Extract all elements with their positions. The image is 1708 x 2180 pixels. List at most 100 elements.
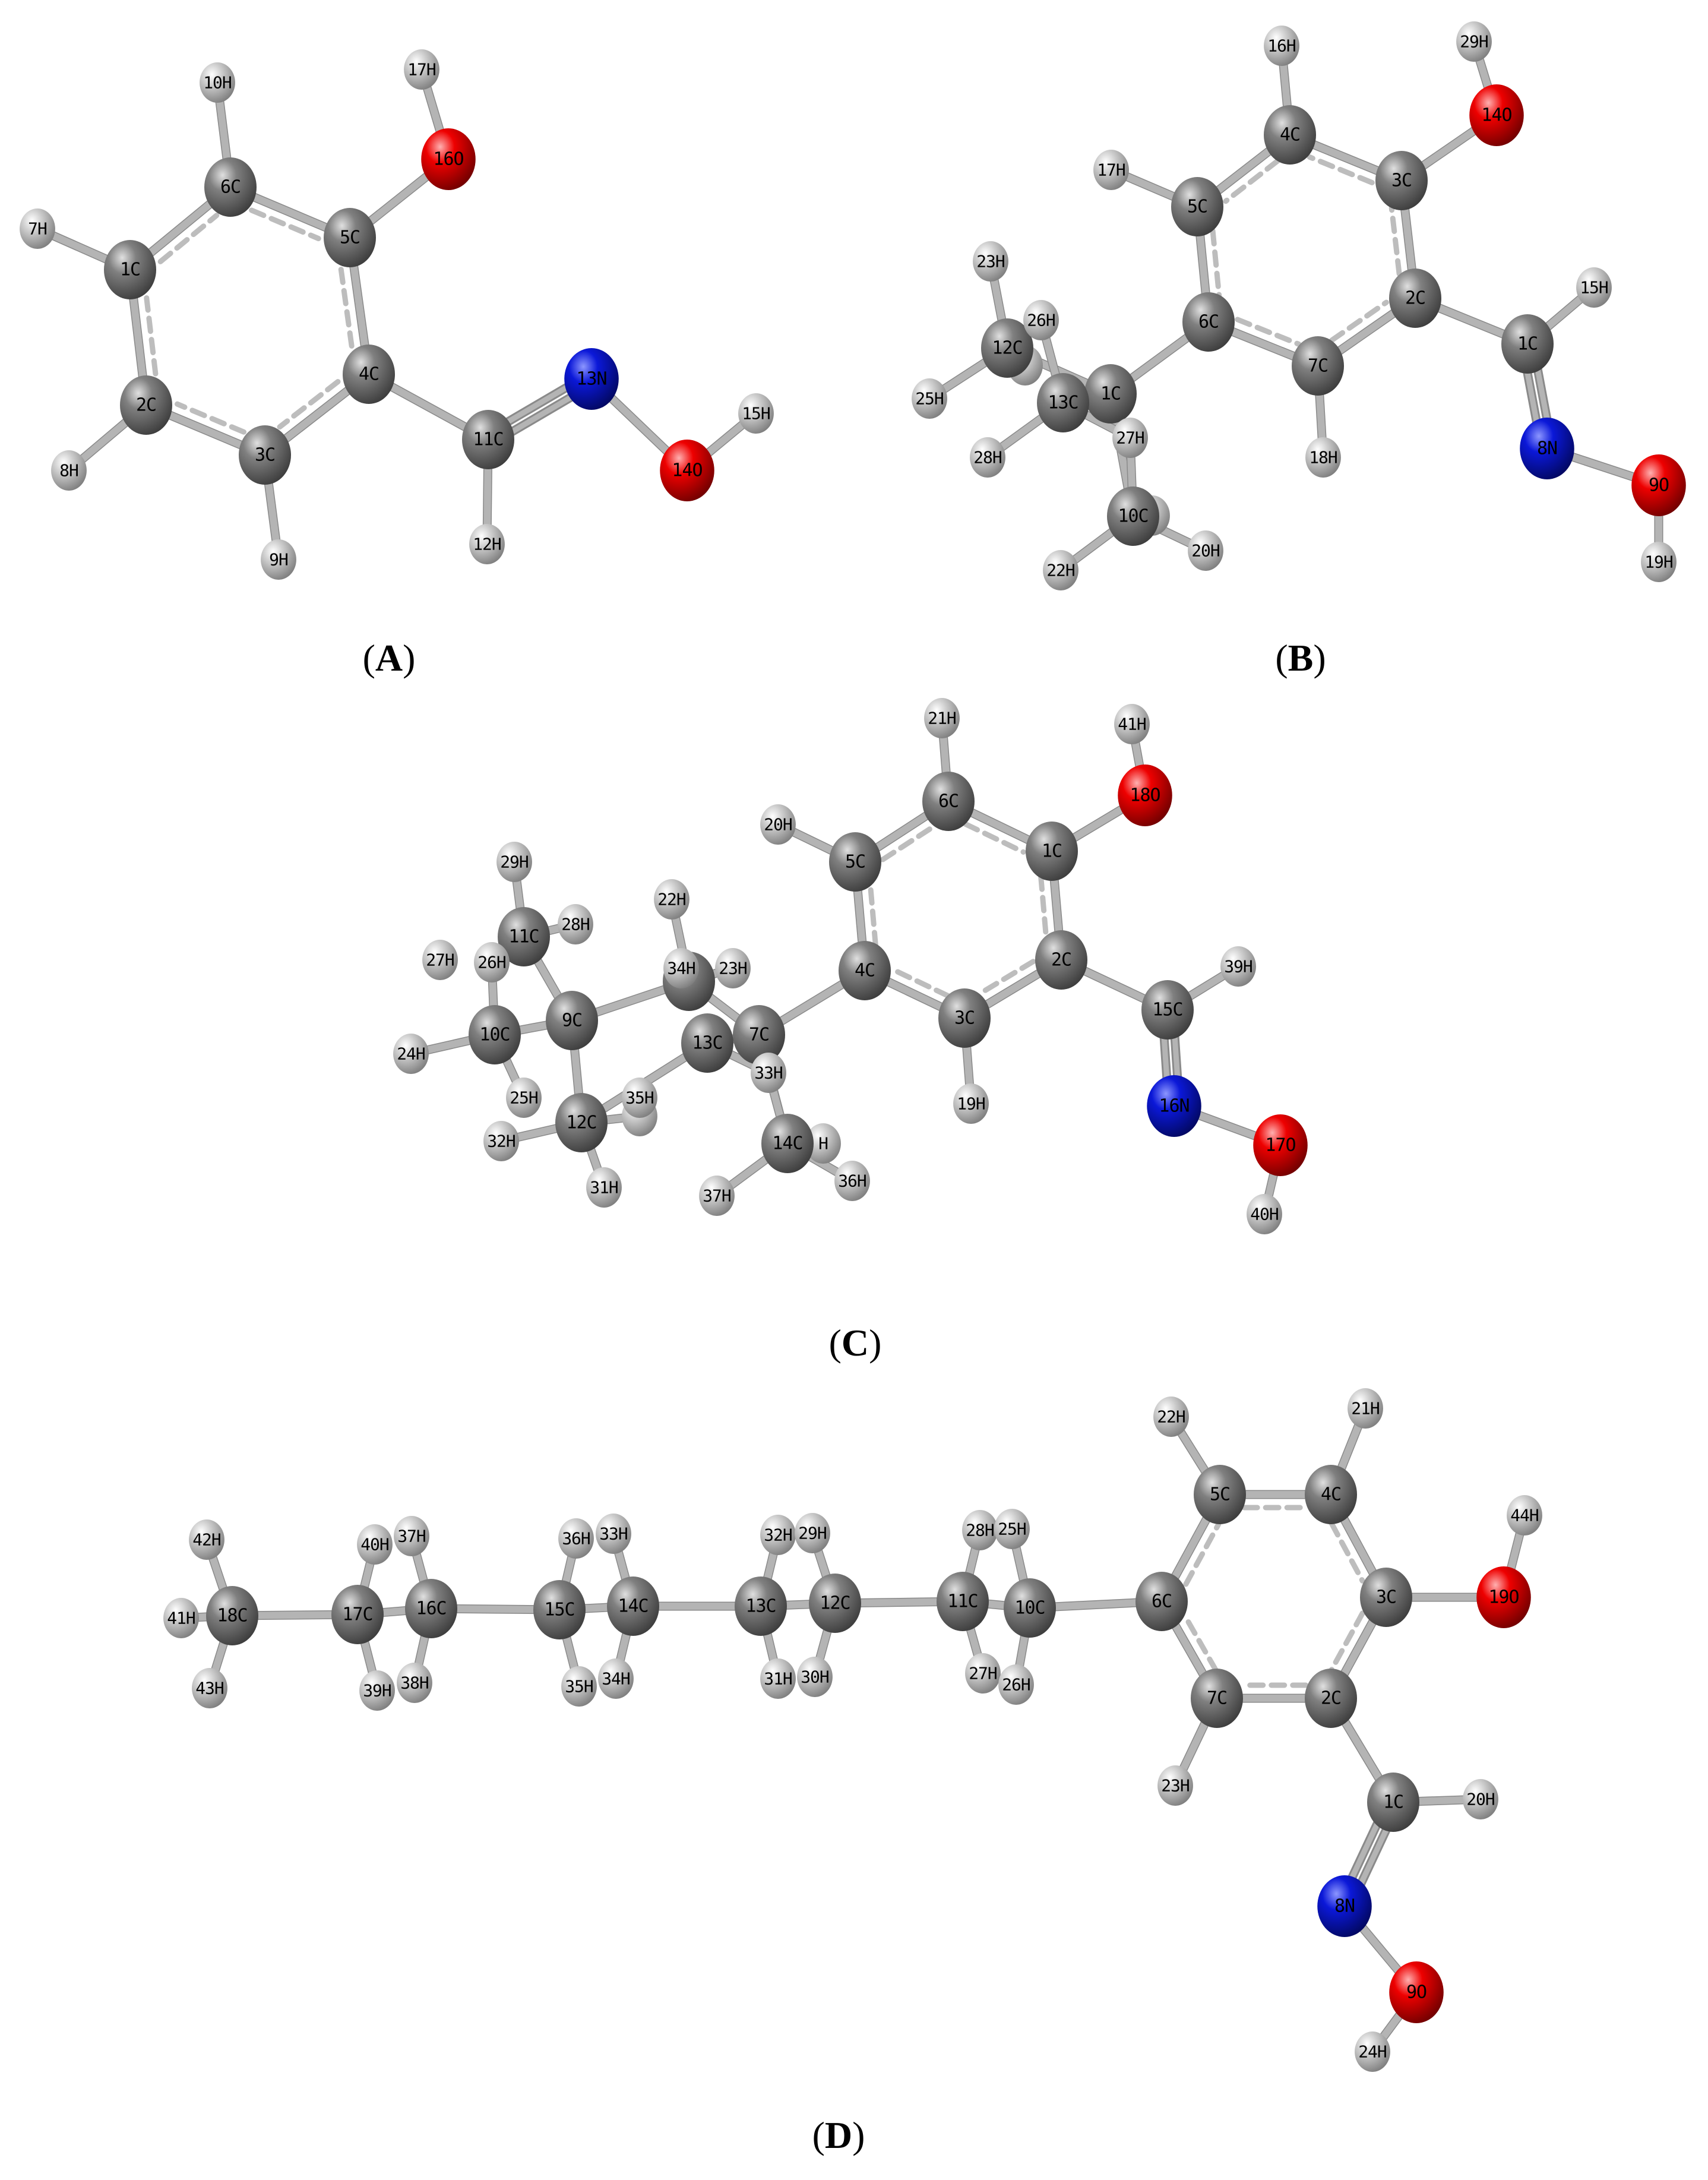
atom-sphere xyxy=(51,450,87,491)
panel-label-c: (C) xyxy=(829,1322,882,1364)
atom-29H: 29H xyxy=(1456,21,1492,62)
atom-1C: 1C xyxy=(1026,822,1078,881)
atom-label: 3C xyxy=(255,445,275,466)
bonds xyxy=(33,65,761,564)
aromatic-partial-bond xyxy=(175,401,247,435)
atom-sphere xyxy=(660,440,714,501)
atom-3C: 3C xyxy=(1375,151,1428,210)
atom-16H: 16H xyxy=(1264,26,1299,66)
atom-sphere xyxy=(1389,268,1441,328)
atom-sphere xyxy=(561,1666,597,1707)
atom-label: 8N xyxy=(1334,1896,1355,1917)
atom-label: 2C xyxy=(1321,1688,1341,1709)
atom-11C: 1C xyxy=(1084,364,1137,424)
atom-40H: 40H xyxy=(357,1524,393,1565)
atom-5C: 5C xyxy=(324,208,376,267)
atom-32H: 32H xyxy=(760,1515,796,1555)
atom-sphere xyxy=(533,1580,586,1639)
atom-label: 16O xyxy=(433,149,463,170)
atom-label: 13C xyxy=(692,1033,722,1054)
atom-13C: 13C xyxy=(735,1576,787,1636)
atom-sphere xyxy=(239,425,291,485)
aromatic-partial-bond xyxy=(338,267,355,349)
atom-sphere xyxy=(1112,418,1148,458)
atom-10C: 10C xyxy=(469,1005,521,1064)
atom-label: 2C xyxy=(1405,288,1425,309)
atom-sphere xyxy=(498,907,550,966)
atom-label: 4C xyxy=(1280,125,1300,146)
atom-sphere xyxy=(760,1658,796,1699)
atom-label: 11C xyxy=(473,429,503,450)
atom-26H: 26H xyxy=(474,942,510,982)
atom-label: 33H xyxy=(599,1524,628,1544)
aromatic-partial-bond xyxy=(249,207,321,242)
atom-43H: 43H xyxy=(192,1668,227,1708)
atom-label: H xyxy=(818,1134,828,1154)
aromatic-partial-bond xyxy=(1329,1520,1365,1584)
atom-label: 43H xyxy=(195,1679,224,1698)
atom-label: 12C xyxy=(566,1113,596,1133)
atom-label: 13C xyxy=(1048,393,1078,413)
atom-sphere xyxy=(598,1658,634,1699)
atom-label: 3C xyxy=(954,1008,975,1029)
atom-14O: 14O xyxy=(1469,84,1524,146)
atom-sphere xyxy=(343,345,395,404)
atom-label: 22H xyxy=(657,890,686,909)
atom-label: 12C xyxy=(992,338,1022,359)
aromatic-partial-bond xyxy=(1235,317,1302,347)
atom-sphere xyxy=(1194,1465,1246,1524)
atom-sphere xyxy=(1084,364,1137,424)
atom-sphere xyxy=(104,240,156,299)
atom-17H: 17H xyxy=(404,49,439,90)
atom-sphere xyxy=(965,1653,1001,1694)
atom-label: 4C xyxy=(359,364,379,385)
atom-sphere xyxy=(394,1516,429,1556)
atom-label: 10C xyxy=(479,1025,510,1045)
atom-34H: 34H xyxy=(598,1658,634,1699)
atom-sphere xyxy=(760,804,796,845)
atom-label: 16N xyxy=(1159,1096,1189,1117)
atom-label: 14O xyxy=(672,460,702,481)
atom-26H: 26H xyxy=(998,1664,1034,1705)
atom-25H: 25H xyxy=(994,1509,1030,1549)
aromatic-partial-bond xyxy=(880,823,938,862)
atom-sphere xyxy=(922,772,975,831)
atom-6C: 6C xyxy=(1135,1572,1188,1631)
atom-label: 1C xyxy=(1383,1792,1403,1813)
atom-sphere xyxy=(1153,1397,1189,1437)
atom-6C: 6C xyxy=(1182,292,1235,352)
atom-3C: 3C xyxy=(1360,1568,1412,1627)
atom-9O: 9O xyxy=(1389,1961,1444,2023)
atom-14C: 14C xyxy=(607,1576,659,1636)
atom-15H: 15H xyxy=(1576,267,1612,308)
atom-2C: 2C xyxy=(120,375,172,435)
atom-sphere xyxy=(189,1519,224,1560)
atom-10C: 10C xyxy=(1107,486,1159,546)
panel-a-molecule: 1C2C3C4C5C6C7H8H9H10H11C12H13N14O15H16O1… xyxy=(20,49,774,580)
atom-sphere xyxy=(1520,418,1574,479)
atom-sphere xyxy=(1641,542,1677,582)
aromatic-partial-bond xyxy=(144,295,159,377)
atom-label: 7H xyxy=(28,219,47,239)
atom-13C: 13C xyxy=(1037,373,1089,432)
atom-sphere xyxy=(192,1668,227,1708)
atom-label: 9C xyxy=(562,1010,582,1031)
atom-label: 3C xyxy=(1391,170,1412,191)
atom-sphere xyxy=(1507,1495,1542,1536)
atom-sphere xyxy=(324,208,376,267)
atom-label: 13C xyxy=(745,1596,776,1617)
atom-label: 19H xyxy=(1644,552,1673,572)
panel-label-b: (B) xyxy=(1275,637,1326,679)
atom-sphere xyxy=(469,1005,521,1064)
atom-27H: 27H xyxy=(965,1653,1001,1694)
aromatic-partial-bond xyxy=(1329,299,1389,343)
atom-sphere xyxy=(1576,267,1612,308)
atoms: 23H25H28H22HH12C1C13C26H10C20H27H16H29H1… xyxy=(912,21,1686,590)
atom-label: 6C xyxy=(1152,1591,1172,1612)
atom-label: 18C xyxy=(217,1606,247,1626)
atom-label: 4C xyxy=(1321,1484,1341,1505)
atom-4C: 4C xyxy=(1305,1465,1357,1524)
atom-sphere xyxy=(829,832,881,892)
atom-sphere xyxy=(397,1663,432,1703)
